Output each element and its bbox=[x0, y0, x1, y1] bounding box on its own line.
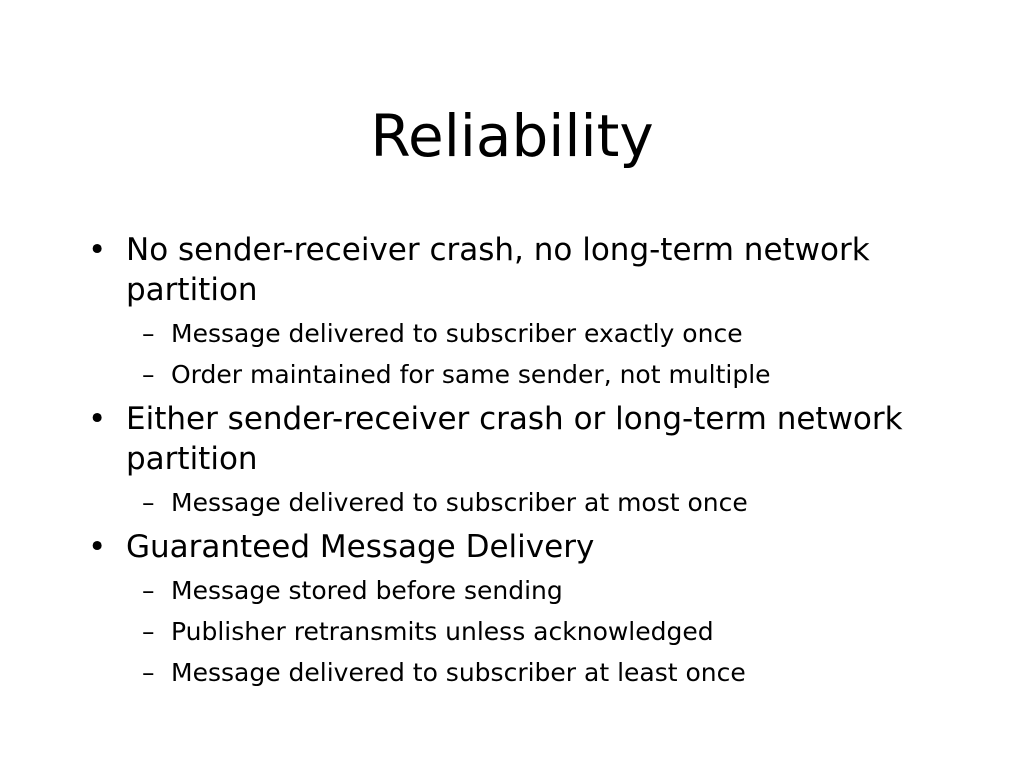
bullet-text: Guaranteed Message Delivery bbox=[126, 529, 595, 565]
subbullet-text: Message delivered to subscriber at most … bbox=[171, 488, 748, 517]
subbullet-text: Order maintained for same sender, not mu… bbox=[171, 360, 771, 389]
subbullet-text: Message delivered to subscriber exactly … bbox=[171, 319, 743, 348]
subbullet-marker: – bbox=[142, 488, 155, 517]
subbullet-text: Publisher retransmits unless acknowledge… bbox=[171, 617, 714, 646]
bullet-item: • Guaranteed Message Delivery – Message … bbox=[88, 527, 968, 693]
subbullet-marker: – bbox=[142, 576, 155, 605]
bullet-text: No sender-receiver crash, no long-term n… bbox=[126, 232, 870, 308]
subbullet-marker: – bbox=[142, 658, 155, 687]
bullet-marker: • bbox=[88, 529, 107, 565]
bullet-list: • No sender-receiver crash, no long-term… bbox=[88, 230, 968, 697]
subbullet-marker: – bbox=[142, 617, 155, 646]
subbullet-item: – Message delivered to subscriber at mos… bbox=[126, 482, 968, 523]
subbullet-text: Message delivered to subscriber at least… bbox=[171, 658, 746, 687]
subbullet-list: – Message delivered to subscriber exactl… bbox=[126, 313, 968, 395]
bullet-marker: • bbox=[88, 401, 107, 437]
subbullet-list: – Message stored before sending – Publis… bbox=[126, 570, 968, 693]
bullet-text: Either sender-receiver crash or long-ter… bbox=[126, 401, 903, 477]
subbullet-list: – Message delivered to subscriber at mos… bbox=[126, 482, 968, 523]
subbullet-marker: – bbox=[142, 360, 155, 389]
subbullet-item: – Order maintained for same sender, not … bbox=[126, 354, 968, 395]
subbullet-item: – Message delivered to subscriber exactl… bbox=[126, 313, 968, 354]
subbullet-item: – Publisher retransmits unless acknowled… bbox=[126, 611, 968, 652]
bullet-item: • Either sender-receiver crash or long-t… bbox=[88, 399, 968, 523]
slide-title: Reliability bbox=[370, 102, 654, 170]
subbullet-text: Message stored before sending bbox=[171, 576, 563, 605]
subbullet-marker: – bbox=[142, 319, 155, 348]
subbullet-item: – Message delivered to subscriber at lea… bbox=[126, 652, 968, 693]
bullet-item: • No sender-receiver crash, no long-term… bbox=[88, 230, 968, 395]
subbullet-item: – Message stored before sending bbox=[126, 570, 968, 611]
bullet-marker: • bbox=[88, 232, 107, 268]
